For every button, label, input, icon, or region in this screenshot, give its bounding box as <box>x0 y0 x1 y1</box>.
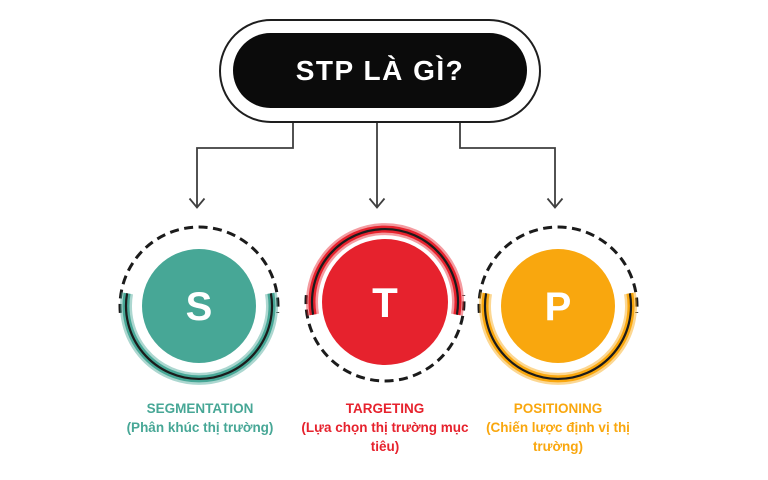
letter-p: P <box>545 285 572 329</box>
title-pill: STP LÀ GÌ? <box>233 33 527 108</box>
label-targeting: TARGETING (Lựa chọn thị trường mục tiêu) <box>287 400 483 457</box>
dashed-ring-top <box>118 225 280 314</box>
band-inner-line-top <box>310 227 460 315</box>
letter-s: S <box>186 285 213 329</box>
label-targeting-subtitle: (Lựa chọn thị trường mục tiêu) <box>301 419 469 454</box>
band-inner-line-bottom <box>483 293 633 381</box>
circle-group-targeting: T <box>304 223 466 383</box>
arrowhead-middle-icon <box>368 197 386 209</box>
label-segmentation: SEGMENTATION (Phân khúc thị trường) <box>100 400 300 438</box>
filled-circle-s <box>142 249 256 363</box>
arrowhead-right-icon <box>546 197 564 209</box>
circle-group-positioning: P <box>477 225 639 385</box>
connector-right <box>459 123 556 206</box>
filled-circle-t <box>322 239 448 365</box>
dashed-ring-bottom <box>304 294 466 383</box>
label-positioning-title: POSITIONING <box>513 401 603 416</box>
arrowhead-left-icon <box>188 197 206 209</box>
circle-group-segmentation: S <box>118 225 280 385</box>
filled-circle-p <box>501 249 615 363</box>
label-positioning: POSITIONING (Chiến lược định vị thị trườ… <box>465 400 651 457</box>
band-inner-line-bottom <box>124 293 274 381</box>
label-segmentation-title: SEGMENTATION <box>146 401 254 416</box>
letter-t: T <box>372 279 398 326</box>
page-title: STP LÀ GÌ? <box>295 54 465 86</box>
label-segmentation-subtitle: (Phân khúc thị trường) <box>126 419 274 435</box>
dashed-ring-top <box>477 225 639 314</box>
connector-left <box>196 123 294 206</box>
label-positioning-subtitle: (Chiến lược định vị thị trường) <box>486 419 630 454</box>
label-targeting-title: TARGETING <box>345 401 425 416</box>
